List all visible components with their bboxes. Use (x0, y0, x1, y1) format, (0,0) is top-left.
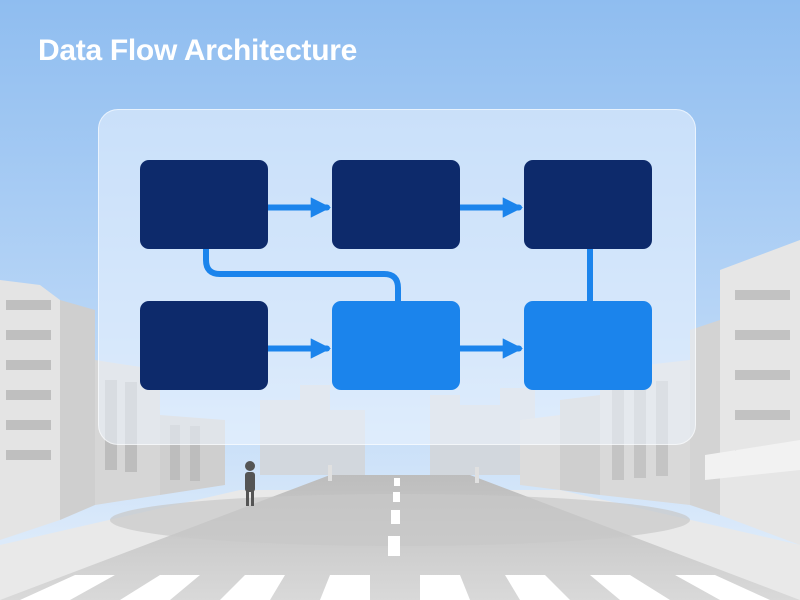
node-row2-col3 (524, 301, 652, 390)
crosswalk (20, 575, 770, 600)
node-row1-col2 (332, 160, 460, 249)
distant-pedestrians (328, 465, 479, 483)
node-row1-col3 (524, 160, 652, 249)
pedestrian-silhouette (245, 461, 255, 506)
page-title: Data Flow Architecture (38, 34, 358, 67)
node-row1-col1 (140, 160, 268, 249)
lane-markings (388, 478, 400, 556)
node-row2-col1 (140, 301, 268, 390)
connector-node-row1-col1-to-node-row2-col2 (203, 246, 401, 304)
node-row2-col2 (332, 301, 460, 390)
